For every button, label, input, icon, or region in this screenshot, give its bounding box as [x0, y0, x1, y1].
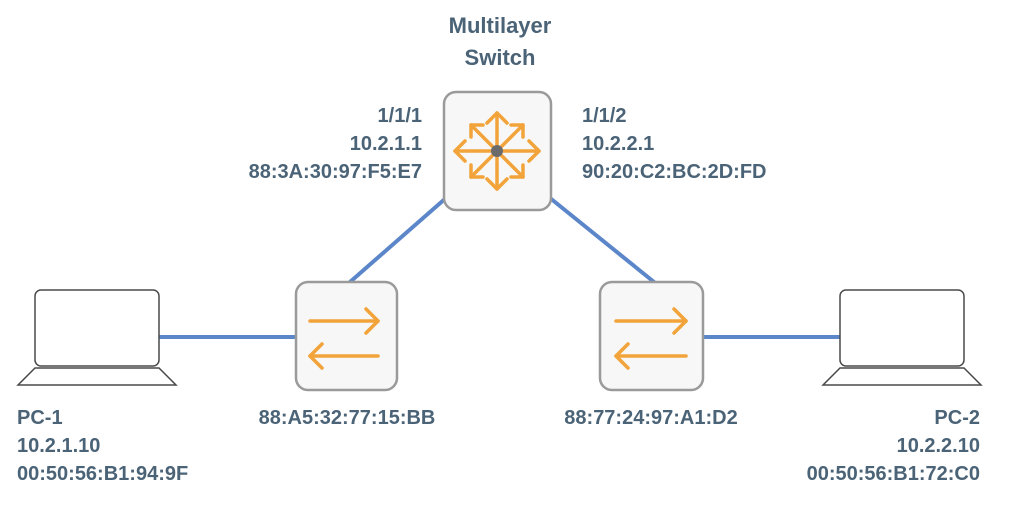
- pc1-name: PC-1: [17, 407, 63, 429]
- multilayer-switch-icon: [442, 90, 553, 212]
- multilayer-switch-title: Multilayer Switch: [430, 10, 570, 74]
- port-right-ip: 10.2.2.1: [582, 133, 655, 155]
- pc1-mac: 00:50:56:B1:94:9F: [17, 463, 189, 485]
- port-left-ip: 10.2.1.1: [349, 133, 422, 155]
- switch-right-mac: 88:77:24:97:A1:D2: [564, 407, 738, 429]
- port-left-mac: 88:3A:30:97:F5:E7: [248, 161, 422, 183]
- multilayer-switch-title-line2: Switch: [464, 45, 536, 70]
- multilayer-switch-title-line1: Multilayer: [448, 13, 552, 38]
- port-right-name: 1/1/2: [582, 105, 627, 127]
- pc1-laptop-icon: [16, 289, 178, 386]
- link-multilayer-switch-right: [548, 196, 656, 284]
- link-switch-left-multilayer: [348, 196, 448, 284]
- pc2-name: PC-2: [934, 407, 980, 429]
- port-left-name: 1/1/1: [377, 105, 422, 127]
- pc2-ip: 10.2.2.10: [896, 435, 980, 457]
- pc1-label: PC-1 10.2.1.10 00:50:56:B1:94:9F: [17, 404, 237, 488]
- pc2-label: PC-2 10.2.2.10 00:50:56:B1:72:C0: [760, 404, 980, 488]
- switch-right-icon: [598, 280, 705, 392]
- port-right-label: 1/1/2 10.2.2.1 90:20:C2:BC:2D:FD: [582, 102, 812, 186]
- pc2-laptop-icon: [821, 289, 983, 386]
- pc2-mac: 00:50:56:B1:72:C0: [806, 463, 980, 485]
- links: [158, 196, 842, 339]
- pc1-ip: 10.2.1.10: [17, 435, 101, 457]
- switch-left-mac: 88:A5:32:77:15:BB: [258, 407, 436, 429]
- port-right-mac: 90:20:C2:BC:2D:FD: [582, 161, 767, 183]
- port-left-label: 1/1/1 10.2.1.1 88:3A:30:97:F5:E7: [200, 102, 422, 186]
- switch-left-icon: [294, 280, 399, 392]
